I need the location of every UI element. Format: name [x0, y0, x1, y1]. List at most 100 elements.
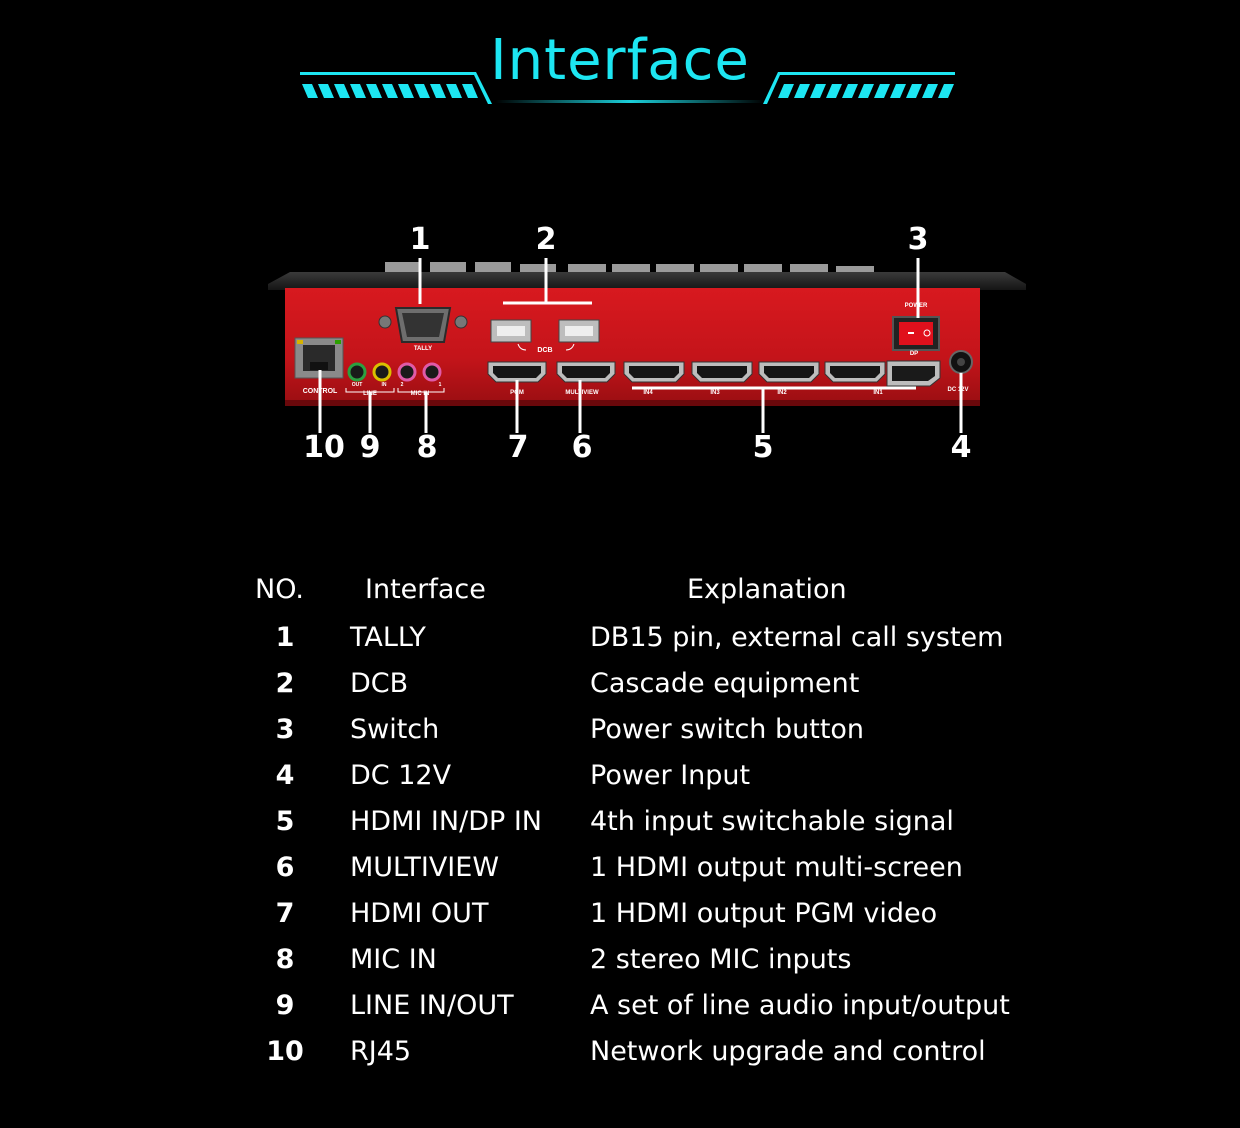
svg-text:DP: DP [910, 351, 918, 357]
row-explanation: 1 HDMI output PGM video [590, 898, 938, 929]
row-number: 9 [275, 990, 295, 1021]
rj45-port [294, 337, 344, 379]
label-dcb: DCB [537, 347, 552, 354]
hdmi-port [691, 361, 753, 383]
dcb-ports [490, 319, 600, 343]
callout-1: 1 [409, 222, 431, 257]
hdmi-port [758, 361, 820, 383]
row-interface: Switch [350, 714, 440, 745]
svg-text:MULTIVIEW: MULTIVIEW [565, 390, 599, 396]
row-interface: RJ45 [350, 1036, 412, 1067]
row-explanation: Network upgrade and control [590, 1036, 986, 1067]
line-jacks [347, 362, 392, 382]
callout-10: 10 [303, 430, 345, 465]
stripe [462, 84, 478, 98]
row-interface: MIC IN [350, 944, 437, 975]
stripe [826, 84, 842, 98]
callout-4: 4 [950, 430, 972, 465]
label-tally: TALLY [414, 346, 432, 352]
row-number: 3 [275, 714, 295, 745]
callout-lines [318, 258, 963, 433]
row-explanation: Power Input [590, 760, 751, 791]
callout-6: 6 [571, 430, 593, 465]
svg-text:OUT: OUT [352, 382, 363, 388]
callout-7: 7 [507, 430, 529, 465]
svg-text:IN2: IN2 [777, 390, 787, 396]
stripe [334, 84, 350, 98]
svg-text:POWER: POWER [905, 303, 928, 309]
svg-text:IN1: IN1 [873, 390, 883, 396]
row-number: 2 [275, 668, 295, 699]
table-row: 8 MIC IN 2 stereo MIC inputs [0, 944, 1240, 990]
stripe [302, 84, 318, 98]
tally-db15-port [378, 307, 468, 343]
stripe [414, 84, 430, 98]
row-number: 6 [275, 852, 295, 883]
svg-text:DC 12V: DC 12V [947, 387, 968, 393]
row-explanation: 4th input switchable signal [590, 806, 954, 837]
stripe [890, 84, 906, 98]
callout-9: 9 [359, 430, 381, 465]
svg-text:2: 2 [401, 382, 404, 388]
hdmi-port [487, 361, 547, 383]
hdmi-port [623, 361, 685, 383]
title-decoration [300, 72, 955, 104]
row-interface: DC 12V [350, 760, 452, 791]
row-explanation: Power switch button [590, 714, 865, 745]
stripe [922, 84, 938, 98]
power-switch [892, 316, 940, 351]
table-row: 9 LINE IN/OUT A set of line audio input/ou… [0, 990, 1240, 1036]
dc-jack [949, 350, 973, 374]
hdmi-port [556, 361, 616, 383]
header-interface: Interface [365, 574, 486, 605]
header-explanation: Explanation [687, 574, 847, 605]
row-interface: MULTIVIEW [350, 852, 500, 883]
header-no: NO. [255, 574, 304, 605]
svg-text:IN3: IN3 [710, 390, 720, 396]
stripe [430, 84, 446, 98]
stripe [778, 84, 794, 98]
table-row: 4 DC 12V Power Input [0, 760, 1240, 806]
device-rear-panel: CONTROL OUT IN LINE 2 1 MIC IN TALLY DCB… [268, 258, 1026, 433]
row-interface: HDMI OUT [350, 898, 489, 929]
stripe [906, 84, 922, 98]
table-row: 3 Switch Power switch button [0, 714, 1240, 760]
stripe [794, 84, 810, 98]
row-interface: TALLY [350, 622, 426, 653]
row-number: 10 [266, 1036, 304, 1067]
row-interface: LINE IN/OUT [350, 990, 514, 1021]
row-explanation: Cascade equipment [590, 668, 860, 699]
svg-text:IN: IN [382, 382, 387, 388]
row-interface: DCB [350, 668, 409, 699]
table-row: 1 TALLY DB15 pin, external call system [0, 622, 1240, 668]
table-row: 10 RJ45 Network upgrade and control [0, 1036, 1240, 1082]
dp-port [886, 360, 941, 387]
row-number: 4 [275, 760, 295, 791]
stripe [874, 84, 890, 98]
page-title: Interface [490, 28, 750, 93]
hdmi-ports [487, 361, 886, 383]
row-explanation: 2 stereo MIC inputs [590, 944, 852, 975]
row-number: 8 [275, 944, 295, 975]
callout-3: 3 [907, 222, 929, 257]
row-interface: HDMI IN/DP IN [350, 806, 543, 837]
hdmi-port [824, 361, 886, 383]
stripe [382, 84, 398, 98]
stripe [842, 84, 858, 98]
stripe [446, 84, 462, 98]
stripe [858, 84, 874, 98]
callout-2: 2 [535, 222, 557, 257]
stripe [938, 84, 954, 98]
svg-text:MIC IN: MIC IN [411, 391, 430, 397]
callout-8: 8 [416, 430, 438, 465]
row-number: 1 [275, 622, 295, 653]
stripe [398, 84, 414, 98]
callout-5: 5 [752, 430, 774, 465]
row-explanation: A set of line audio input/output [590, 990, 1010, 1021]
stripe [366, 84, 382, 98]
row-explanation: DB15 pin, external call system [590, 622, 1004, 653]
svg-text:IN4: IN4 [643, 390, 653, 396]
